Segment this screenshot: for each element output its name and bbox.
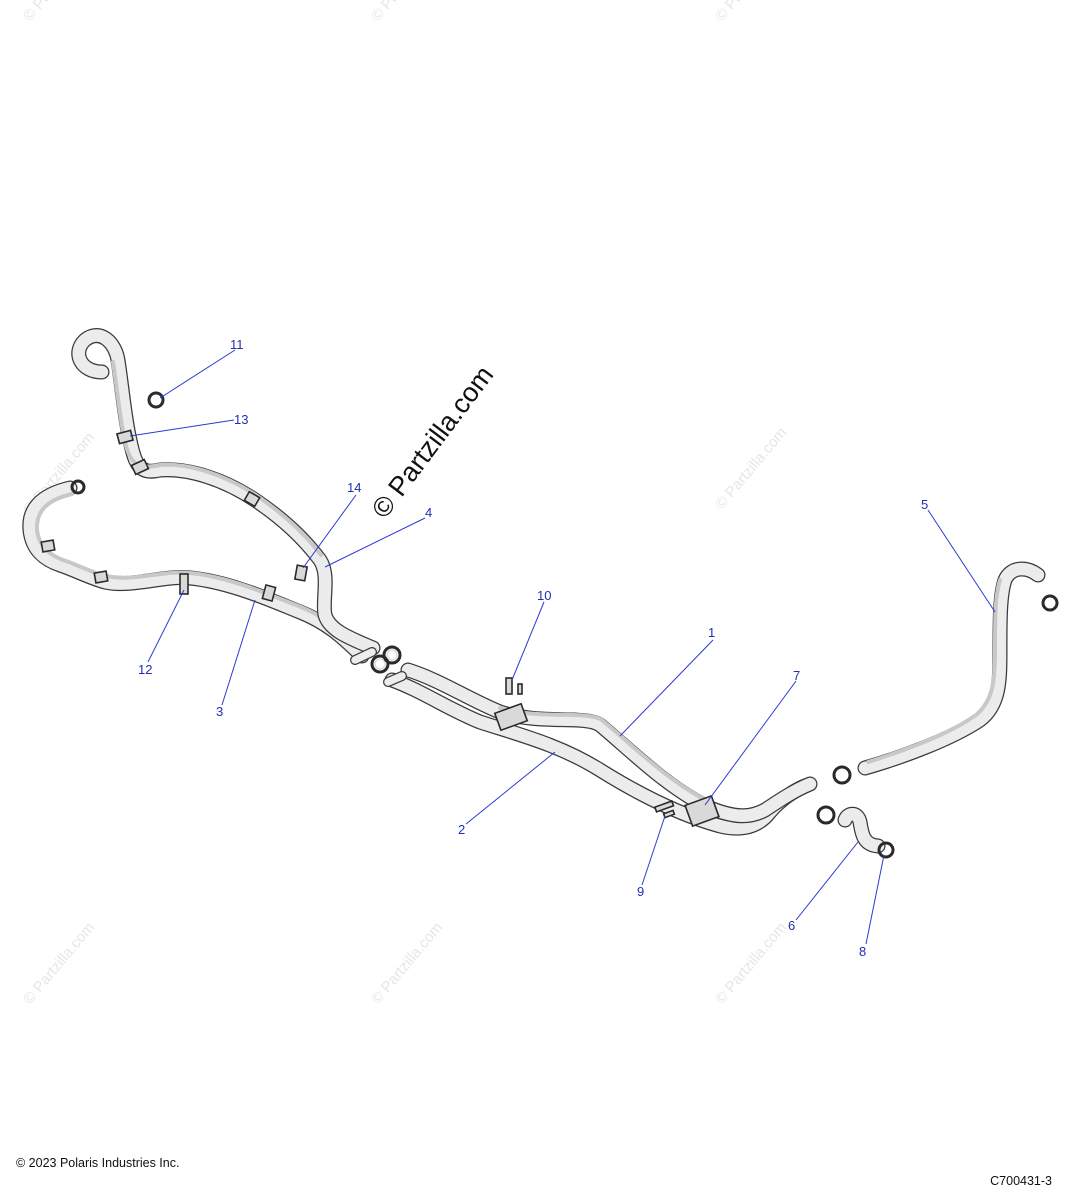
watermark-small: © Partzilla.com <box>20 0 98 25</box>
clamp <box>261 583 277 603</box>
clamp-ring <box>386 649 398 661</box>
callout-1: 1 <box>708 625 715 640</box>
callout-5: 5 <box>921 497 928 512</box>
watermark-small: © Partzilla.com <box>368 919 446 1007</box>
hose-assembly <box>22 328 1046 854</box>
clamp <box>293 564 309 582</box>
hose-6 <box>837 806 886 854</box>
callout-6: 6 <box>788 918 795 933</box>
watermark-small: © Partzilla.com <box>712 919 790 1007</box>
callout-4: 4 <box>425 505 432 520</box>
clamp <box>93 570 109 584</box>
hose-3 <box>22 480 370 664</box>
callout-12: 12 <box>138 662 152 677</box>
callout-13: 13 <box>234 412 248 427</box>
watermark-main: © Partzilla.com <box>366 360 499 523</box>
diagram-code: C700431-3 <box>990 1174 1052 1188</box>
callout-7: 7 <box>793 668 800 683</box>
bolt <box>653 800 675 813</box>
hose-1 <box>400 662 818 824</box>
clamp-layer <box>40 391 1059 859</box>
callout-14: 14 <box>347 480 361 495</box>
clamp-ring <box>70 479 86 495</box>
clamp <box>115 429 135 445</box>
clamp-ring <box>877 841 895 859</box>
callout-3: 3 <box>216 704 223 719</box>
watermark-layer: © Partzilla.com © Partzilla.com © Partzi… <box>20 0 790 1008</box>
watermark-small: © Partzilla.com <box>20 919 98 1007</box>
clamp-ring <box>832 765 852 785</box>
clamp <box>243 490 261 508</box>
callout-9: 9 <box>637 884 644 899</box>
clamp-ring <box>374 658 386 670</box>
hose-4 <box>71 328 381 656</box>
clamp <box>130 458 150 476</box>
clamp <box>40 539 56 553</box>
clamp-ring <box>370 654 390 674</box>
watermark-small: © Partzilla.com <box>712 424 790 512</box>
bolt <box>517 683 523 695</box>
callout-8: 8 <box>859 944 866 959</box>
callout-2: 2 <box>458 822 465 837</box>
watermark-small: © Partzilla.com <box>712 0 790 25</box>
bolt <box>662 809 676 819</box>
clamp <box>493 702 529 732</box>
copyright-footer: © 2023 Polaris Industries Inc. <box>16 1156 180 1170</box>
callout-layer: 1 2 3 4 5 6 7 8 9 10 11 12 13 14 <box>138 337 928 959</box>
clamp-ring <box>816 805 836 825</box>
watermark-small: © Partzilla.com <box>368 0 446 25</box>
hose-5 <box>857 561 1046 776</box>
clamp <box>179 573 189 595</box>
leader-lines <box>129 349 996 945</box>
callout-11: 11 <box>230 337 244 352</box>
bolt <box>505 677 513 695</box>
clamp <box>684 794 720 828</box>
hose-2 <box>384 672 813 836</box>
callout-10: 10 <box>537 588 551 603</box>
clamp-ring <box>147 391 165 409</box>
clamp-ring <box>382 645 402 665</box>
clamp-ring <box>1041 594 1059 612</box>
